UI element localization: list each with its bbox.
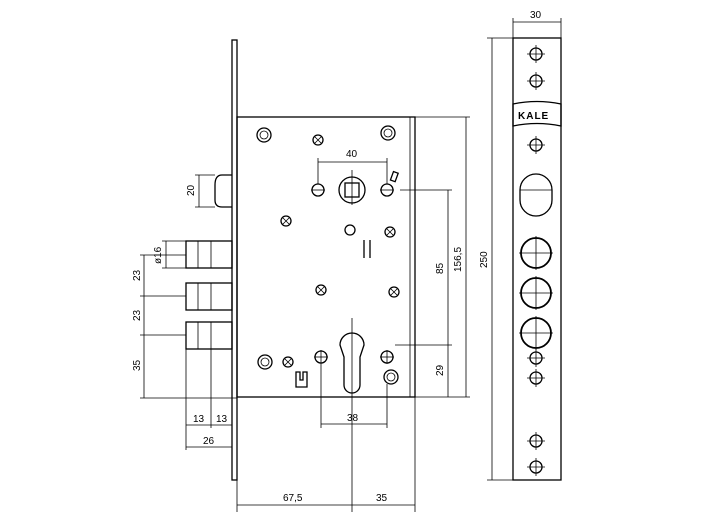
dim-26-label: 26 <box>203 436 215 447</box>
dim-13b-label: 13 <box>216 414 228 425</box>
side-plate <box>512 37 562 481</box>
kale-logo: KALE <box>512 100 562 127</box>
dimension-20: 20 <box>186 174 215 208</box>
plate-screw-hole <box>527 136 545 154</box>
bolt-opening <box>519 276 553 310</box>
cylinder-fixing-hole <box>314 350 328 364</box>
dimension-bolt-throw: 13 13 26 <box>185 349 233 450</box>
bolt-opening <box>519 236 553 270</box>
dim-40-label: 40 <box>346 149 358 160</box>
dim-13a-label: 13 <box>193 414 205 425</box>
small-hole <box>344 224 356 236</box>
dimension-bolt-spacing: 23 23 35 <box>132 254 237 399</box>
case-rivet <box>257 354 273 370</box>
dead-bolt-3 <box>185 321 233 350</box>
handle-follower <box>338 170 366 205</box>
dim-23b-label: 23 <box>132 309 143 321</box>
hook <box>295 371 308 388</box>
cylinder-fixing-hole <box>380 350 394 364</box>
latch-opening <box>519 173 553 217</box>
dim-23a-label: 23 <box>132 269 143 281</box>
face-plate <box>231 39 238 481</box>
cross-screw <box>312 134 324 146</box>
dimension-38: 38 <box>320 364 388 428</box>
cross-screw <box>384 226 396 238</box>
latch-bolt <box>214 174 232 208</box>
dim-35-label: 35 <box>132 359 143 371</box>
dimension-40: 40 <box>317 149 388 184</box>
plate-screw-hole <box>527 45 545 63</box>
cross-screw <box>282 356 294 368</box>
dim-35b-label: 35 <box>376 493 388 504</box>
dim-38-label: 38 <box>347 413 359 424</box>
case-rivet <box>380 125 396 141</box>
case-rivet <box>256 127 272 143</box>
plate-screw-hole <box>527 369 545 387</box>
dimension-diameter-16: ø16 <box>153 240 186 269</box>
dim-250-label: 250 <box>479 251 490 268</box>
dead-bolt-1 <box>185 240 233 269</box>
logo-text: KALE <box>518 111 549 122</box>
dim-30-label: 30 <box>530 10 542 21</box>
bolt-opening <box>519 316 553 350</box>
plate-screw-hole <box>527 458 545 476</box>
slot <box>389 170 400 183</box>
fixing-hole <box>311 183 325 197</box>
fixing-hole <box>380 183 394 197</box>
plate-screw-hole <box>527 432 545 450</box>
dim-156-label: 156,5 <box>453 247 464 272</box>
cross-screw <box>388 286 400 298</box>
dim-29-label: 29 <box>435 364 446 376</box>
dim-20-label: 20 <box>186 184 197 196</box>
face-plate-side-view: 30 250 KALE <box>479 10 562 481</box>
dead-bolt-2 <box>185 282 233 311</box>
case-rivet <box>383 369 399 385</box>
dim-67-label: 67,5 <box>283 493 303 504</box>
lock-case <box>236 116 416 398</box>
dimension-right-vertical: 85 29 156,5 <box>395 116 470 398</box>
dim-85-label: 85 <box>435 262 446 274</box>
cylinder-cutout <box>339 318 365 400</box>
cross-screw <box>280 215 292 227</box>
lock-case-front-view <box>231 39 416 481</box>
plate-screw-hole <box>527 349 545 367</box>
cross-screw <box>315 284 327 296</box>
plate-screw-hole <box>527 72 545 90</box>
dimension-backset: 67,5 35 <box>236 397 416 512</box>
